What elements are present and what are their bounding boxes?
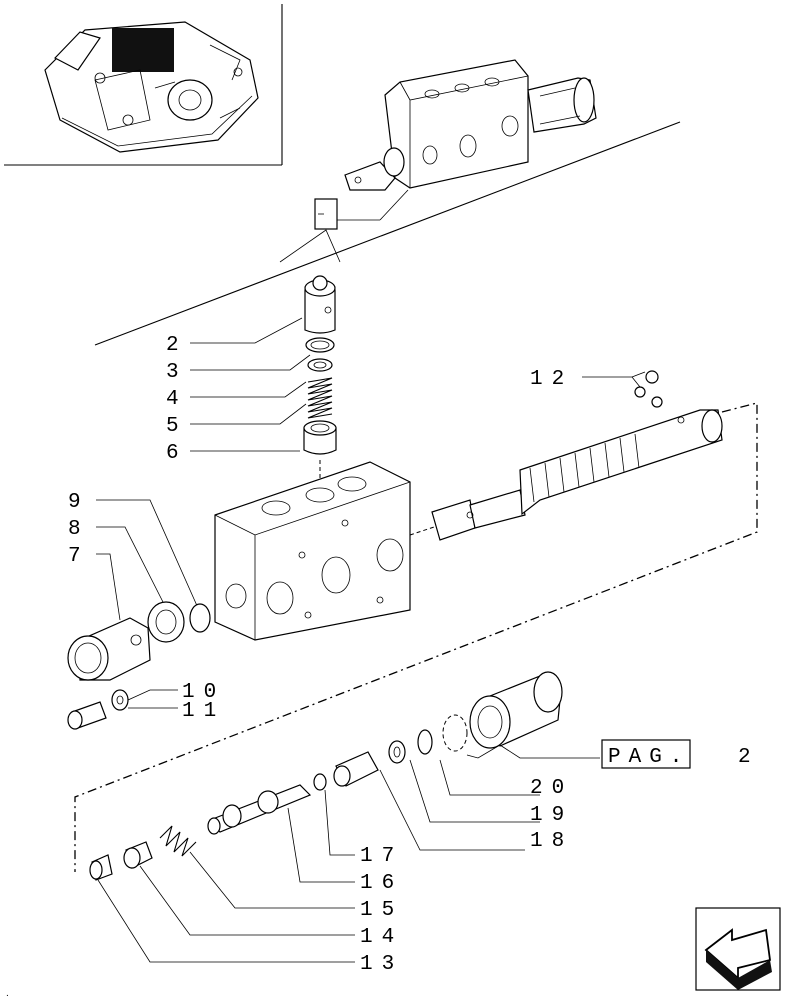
page-reference: PAG. 2 bbox=[601, 739, 759, 769]
callout-16: 16 bbox=[360, 872, 403, 895]
tractor-hydraulic-lift-icon bbox=[44, 21, 259, 153]
callout-9: 9 bbox=[68, 491, 90, 514]
callout-11: 11 bbox=[182, 700, 225, 723]
callout-14: 14 bbox=[360, 926, 403, 949]
callout-10: 10 bbox=[182, 681, 225, 704]
callout-2: 2 bbox=[166, 334, 188, 357]
callout-5: 5 bbox=[166, 415, 188, 438]
callout-4: 4 bbox=[166, 388, 188, 411]
callout-13: 13 bbox=[360, 953, 403, 976]
upper-valve-assembly bbox=[94, 59, 681, 346]
previous-page-arrow-icon[interactable] bbox=[695, 907, 781, 991]
overview-inset bbox=[4, 4, 283, 166]
spool bbox=[431, 409, 723, 541]
callout-6: 6 bbox=[166, 442, 188, 465]
callout-3: 3 bbox=[166, 361, 188, 384]
pag-number: 2 bbox=[738, 746, 759, 769]
svg-text:.: . bbox=[6, 988, 9, 999]
callout-18: 18 bbox=[530, 830, 573, 853]
spring-5 bbox=[307, 377, 333, 419]
callout-12: 12 bbox=[530, 368, 573, 391]
callout-19: 19 bbox=[530, 804, 573, 827]
callout-20: 20 bbox=[530, 777, 573, 800]
upper-leaders bbox=[190, 317, 632, 452]
main-valve-section bbox=[74, 402, 758, 872]
callout-7: 7 bbox=[68, 545, 90, 568]
left-parts bbox=[67, 499, 211, 730]
callout-8: 8 bbox=[68, 518, 90, 541]
callout-15: 15 bbox=[360, 899, 403, 922]
callout-17: 17 bbox=[360, 845, 403, 868]
lower-parts bbox=[89, 671, 600, 963]
pag-label: PAG. bbox=[608, 746, 690, 769]
upper-small-parts bbox=[303, 275, 663, 455]
callout-labels: 2 3 4 5 6 7 8 9 10 11 12 13 14 15 16 17 … bbox=[68, 334, 573, 976]
reference-box-icon bbox=[314, 198, 338, 230]
